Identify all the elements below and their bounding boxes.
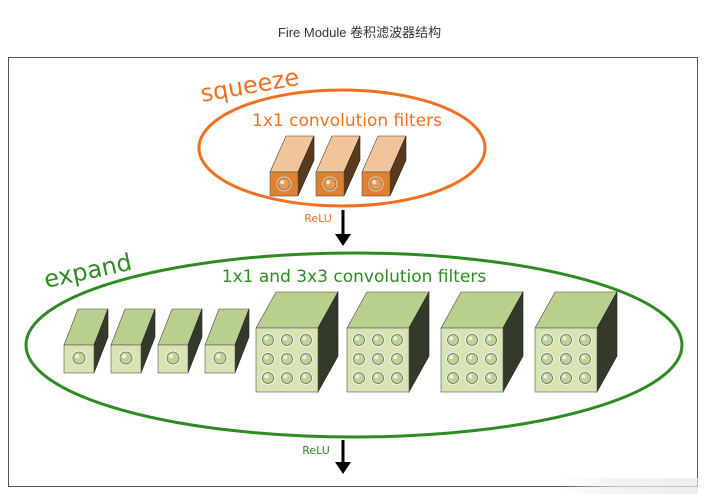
squeeze-filter-block <box>361 135 407 197</box>
expand-1x1-filter-block <box>157 308 203 374</box>
expand-3x3-filter-block <box>346 290 430 394</box>
expand-label: expand <box>41 248 134 294</box>
expand-1x1-filter-block <box>204 308 250 374</box>
expand-relu-label: ReLU <box>302 444 330 457</box>
expand-arrow-head <box>335 462 351 474</box>
squeeze-relu-label: ReLU <box>304 212 332 225</box>
expand-3x3-filter-block <box>255 290 339 394</box>
squeeze-filters-label: 1x1 convolution filters <box>252 111 442 131</box>
figure-caption: Fire Module 卷积滤波器结构 <box>277 25 442 40</box>
expand-3x3-filter-block <box>440 290 524 394</box>
squeeze-filter-block <box>315 135 361 197</box>
squeeze-filter-group <box>269 135 407 197</box>
diagram-frame <box>8 57 698 487</box>
expand-3x3-filter-block <box>534 290 618 394</box>
watermark <box>558 478 698 494</box>
expand-1x1-filter-block <box>63 308 109 374</box>
squeeze-arrow-head <box>335 234 351 246</box>
squeeze-ellipse <box>197 88 487 208</box>
expand-filter-group <box>63 290 618 394</box>
expand-1x1-filter-block <box>110 308 156 374</box>
squeeze-label: squeeze <box>198 63 301 108</box>
squeeze-filter-block <box>269 135 315 197</box>
expand-filters-label: 1x1 and 3x3 convolution filters <box>222 267 487 287</box>
expand-ellipse <box>24 251 684 439</box>
